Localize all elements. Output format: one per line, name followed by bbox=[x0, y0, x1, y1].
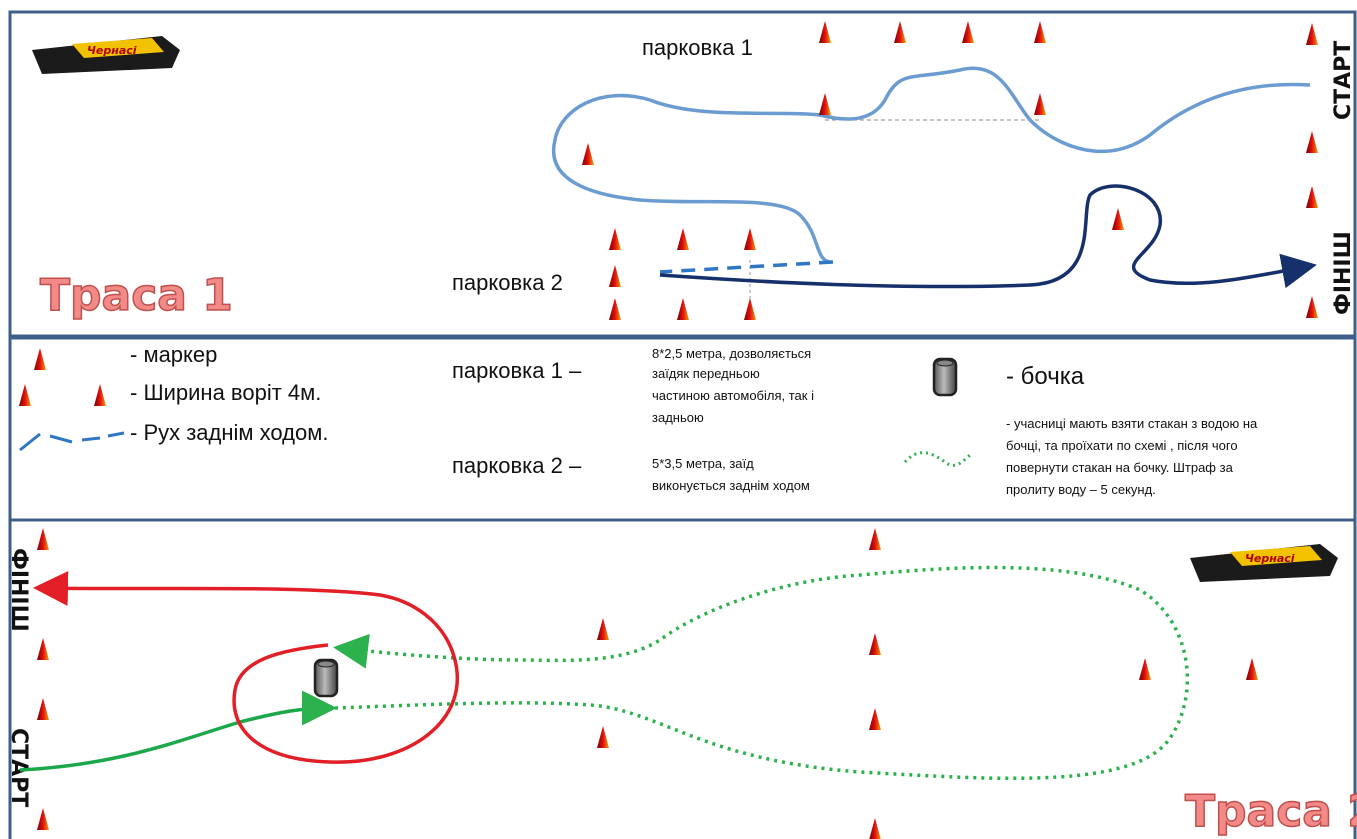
track1-frame bbox=[8, 10, 1357, 338]
marker-cone-icon bbox=[597, 618, 609, 640]
marker-cone-icon bbox=[1246, 658, 1258, 680]
marker-cone-icon bbox=[1139, 658, 1151, 680]
marker-cone-icon bbox=[1306, 131, 1318, 153]
legend-barrel-icon bbox=[932, 357, 958, 397]
track2-route-start bbox=[19, 690, 337, 772]
marker-cone-icon bbox=[1112, 208, 1124, 230]
marker-cone-icon bbox=[894, 21, 906, 43]
legend-dotted-route-icon bbox=[903, 451, 971, 467]
marker-cone-icon bbox=[677, 228, 689, 250]
legend-parking2-label: парковка 2 – bbox=[452, 453, 582, 478]
marker-cone-icon bbox=[819, 21, 831, 43]
legend-parking2-desc: 5*3,5 метра, заїд виконується заднім ход… bbox=[652, 456, 810, 493]
track2-title: Траса 2 bbox=[1185, 786, 1357, 837]
logo-bottom-right: Чернасі bbox=[1190, 544, 1338, 582]
marker-cone-icon bbox=[869, 528, 881, 550]
legend-parking1-label: парковка 1 – bbox=[452, 358, 582, 383]
marker-cone-icon bbox=[37, 698, 49, 720]
marker-cone-icon bbox=[869, 818, 881, 839]
marker-cone-icon bbox=[609, 228, 621, 250]
marker-cone-icon bbox=[869, 633, 881, 655]
legend-marker-text: - маркер bbox=[130, 342, 217, 367]
marker-cone-icon bbox=[609, 298, 621, 320]
track1-title: Траса 1 bbox=[40, 270, 233, 321]
marker-cone-icon bbox=[34, 348, 46, 370]
track1-route-reverse bbox=[659, 260, 834, 274]
marker-cone-icon bbox=[582, 143, 594, 165]
marker-cone-icon bbox=[744, 298, 756, 320]
track1-start-label: СТАРТ bbox=[1331, 41, 1356, 120]
track2-frame bbox=[8, 518, 1357, 839]
track1-route-forward bbox=[551, 66, 1311, 264]
marker-cone-icon bbox=[19, 384, 31, 406]
marker-cone-icon bbox=[677, 298, 689, 320]
legend-reverse-text: - Рух заднім ходом. bbox=[130, 420, 328, 445]
marker-cone-icon bbox=[1306, 296, 1318, 318]
legend-parking1-desc: 8*2,5 метра, дозволяється заїдяк переднь… bbox=[652, 346, 818, 425]
marker-cone-icon bbox=[609, 265, 621, 287]
svg-text:Чернасі: Чернасі bbox=[1245, 552, 1295, 565]
svg-text:Чернасі: Чернасі bbox=[87, 44, 137, 57]
marker-cone-icon bbox=[1034, 21, 1046, 43]
track1-finish-label: ФІНІШ bbox=[1331, 231, 1356, 315]
track2-route-loop bbox=[333, 565, 1190, 781]
marker-cone-icon bbox=[37, 808, 49, 830]
marker-cone-icon bbox=[744, 228, 756, 250]
track2-barrel bbox=[313, 658, 339, 698]
marker-cone-icon bbox=[1034, 93, 1046, 115]
marker-cone-icon bbox=[1306, 186, 1318, 208]
marker-cone-icon bbox=[37, 528, 49, 550]
legend-gate-text: - Ширина воріт 4м. bbox=[130, 380, 321, 405]
marker-cone-icon bbox=[819, 93, 831, 115]
legend-reverse-dash bbox=[19, 431, 125, 452]
legend-barrel-text: - бочка bbox=[1006, 363, 1085, 390]
marker-cone-icon bbox=[94, 384, 106, 406]
parking1-label: парковка 1 bbox=[642, 35, 753, 60]
track2-finish-label: ФІНІШ bbox=[6, 548, 31, 632]
marker-cone-icon bbox=[37, 638, 49, 660]
marker-cone-icon bbox=[597, 726, 609, 748]
marker-cone-icon bbox=[869, 708, 881, 730]
track2-route-finish bbox=[33, 571, 459, 764]
logo-top-left: Чернасі bbox=[32, 36, 180, 74]
track2-start-label: СТАРТ bbox=[6, 728, 31, 807]
track1-route-finish bbox=[659, 184, 1317, 289]
marker-cone-icon bbox=[1306, 23, 1318, 45]
marker-cone-icon bbox=[962, 21, 974, 43]
legend-water-desc: - учасниці мають взяти стакан з водою на… bbox=[1006, 416, 1261, 497]
parking2-label: парковка 2 bbox=[452, 270, 563, 295]
